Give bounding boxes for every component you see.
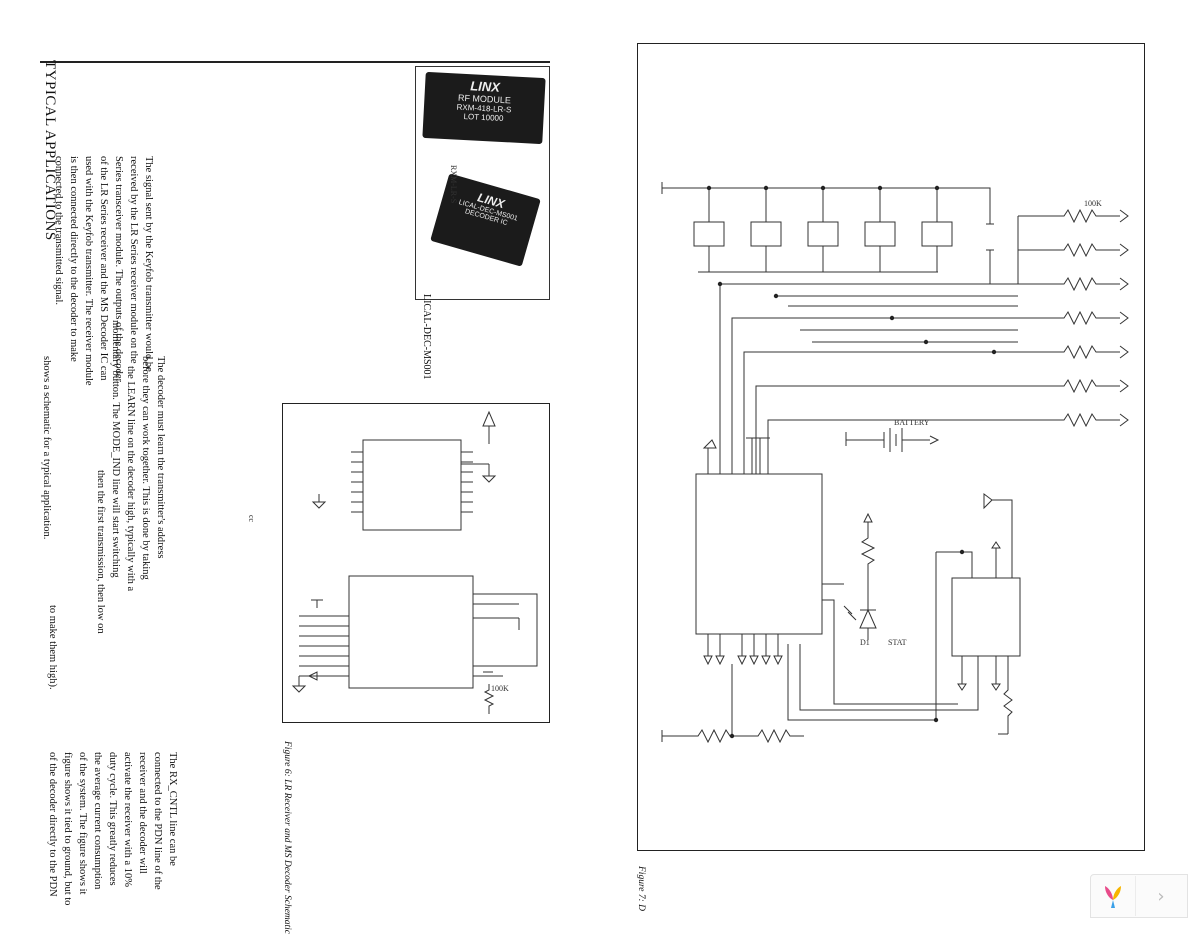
- p1-line-0: The signal sent by the Keyfob transmitte…: [143, 156, 154, 372]
- p2-line-3: momentary button. The MODE_IND line will…: [110, 320, 121, 578]
- p3-line-7: figure shows it tied to ground, but to: [62, 752, 73, 906]
- photo-caption-left: RXM-LR-S: [449, 165, 458, 204]
- side-note: to make them high).: [47, 605, 58, 690]
- fig7-battery-label: BATTERY: [894, 418, 930, 427]
- p3-line-1: connected to the PDN line of the: [152, 752, 163, 890]
- figure-7-caption: Figure 7: D: [636, 866, 646, 912]
- p1-line-1: received by the LR Series receiver modul…: [128, 156, 139, 364]
- fig7-stat-label: STAT: [888, 638, 907, 647]
- photo-caption-right: LICAL-DEC-MS001: [421, 294, 432, 380]
- rf-module-chip: LINX RF MODULE RXM-418-LR-S LOT 10000: [422, 71, 546, 145]
- p1-line-5: is then connected directly to the decode…: [68, 156, 79, 362]
- p1-line-4: used with the Keyfob transmitter. The re…: [83, 156, 94, 386]
- decoder-ic-chip: LINX LICAL-DEC-MS001 DECODER IC: [430, 173, 541, 267]
- p3-line-6: of the system. The figure shows it: [77, 752, 88, 895]
- vcc-label: cc: [247, 515, 256, 523]
- p3-line-8: of the decoder directly to the PDN: [47, 752, 58, 897]
- figure-6-drawing: [291, 410, 538, 714]
- p2-line-1: before they can work together. This is d…: [140, 356, 151, 580]
- p3-line-4: duty cycle. This greatly reduces: [107, 752, 118, 886]
- next-page-button[interactable]: ›: [1135, 876, 1186, 916]
- figure-6-schematic: 100K: [282, 403, 550, 723]
- top-rule: [40, 61, 550, 63]
- p3-line-0: The RX_CNTL line can be: [167, 752, 178, 866]
- figure-6-caption: Figure 6: LR Receiver and MS Decoder Sch…: [282, 741, 292, 934]
- fig7-resistor-value: 100K: [1084, 199, 1102, 208]
- p2-line-5: shows a schematic for a typical applicat…: [41, 356, 52, 540]
- p2-line-4: then the first transmission, then low on: [95, 470, 106, 634]
- p1-line-6: connected to the transmitted signal.: [53, 156, 64, 305]
- p3-line-3: activate the receiver with a 10%: [122, 752, 133, 887]
- viewer-nav-widget: ›: [1090, 874, 1188, 918]
- figure-7-schematic: 100K BATTERY STAT D1: [637, 43, 1145, 851]
- p2-line-2: the LEARN line on the decoder high, typi…: [125, 366, 136, 592]
- p3-line-5: the average current consumption: [92, 752, 103, 890]
- viewer-logo-icon: [1091, 876, 1135, 916]
- figure-7-drawing: [661, 182, 1129, 744]
- p1-line-3: of the LR Series receiver and the MS Dec…: [98, 156, 109, 381]
- fig6-resistor-label: 100K: [491, 684, 509, 693]
- p2-line-0: The decoder must learn the transmitter's…: [155, 356, 166, 559]
- p3-line-2: receiver and the decoder will: [137, 752, 148, 874]
- fig7-led-label: D1: [860, 638, 870, 647]
- product-photo: LINX RF MODULE RXM-418-LR-S LOT 10000 LI…: [415, 66, 550, 300]
